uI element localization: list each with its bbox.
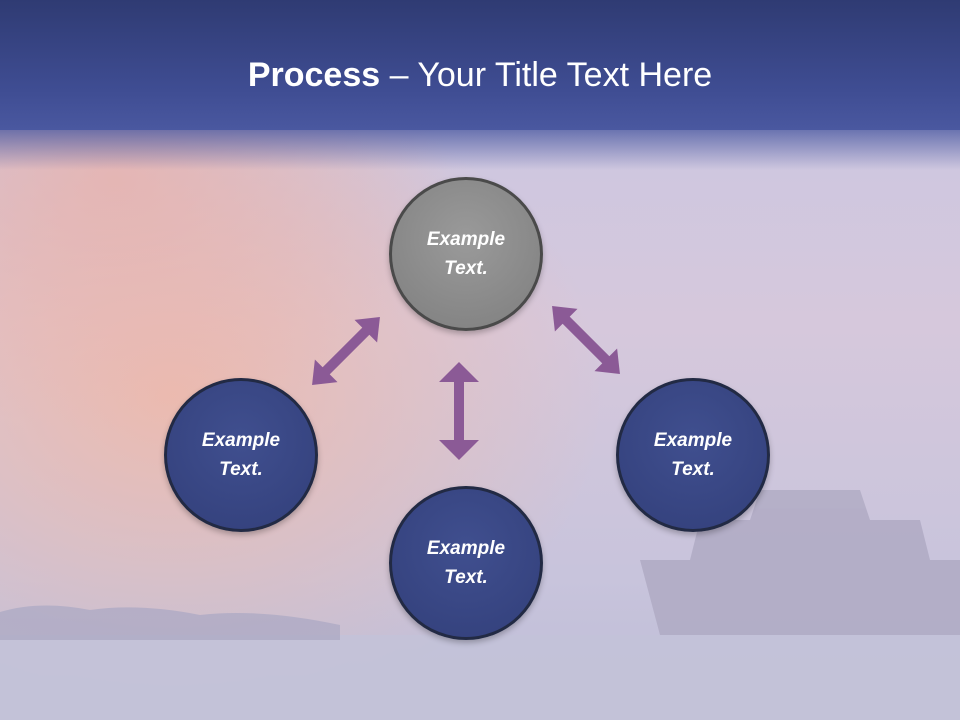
- circle-node-bottom-label: Example Text.: [426, 538, 506, 588]
- arrow-top-left: [312, 317, 380, 385]
- title-rest: – Your Title Text Here: [380, 56, 713, 94]
- circle-node-top: Example Text.: [389, 177, 543, 331]
- circle-node-right: Example Text.: [616, 378, 770, 532]
- arrow-top-right: [552, 306, 620, 374]
- circle-node-left-label: Example Text.: [201, 430, 281, 480]
- circle-node-right-label: Example Text.: [653, 430, 733, 480]
- title-bar-fade: [0, 130, 960, 170]
- circle-node-bottom: Example Text.: [389, 486, 543, 640]
- circle-node-top-label: Example Text.: [426, 229, 506, 279]
- page-title: Process – Your Title Text Here: [0, 52, 960, 98]
- arrow-vertical: [439, 362, 479, 460]
- cruise-ship-silhouette: [640, 490, 960, 635]
- title-bold: Process: [247, 56, 381, 94]
- circle-node-left: Example Text.: [164, 378, 318, 532]
- title-bar: [0, 0, 960, 130]
